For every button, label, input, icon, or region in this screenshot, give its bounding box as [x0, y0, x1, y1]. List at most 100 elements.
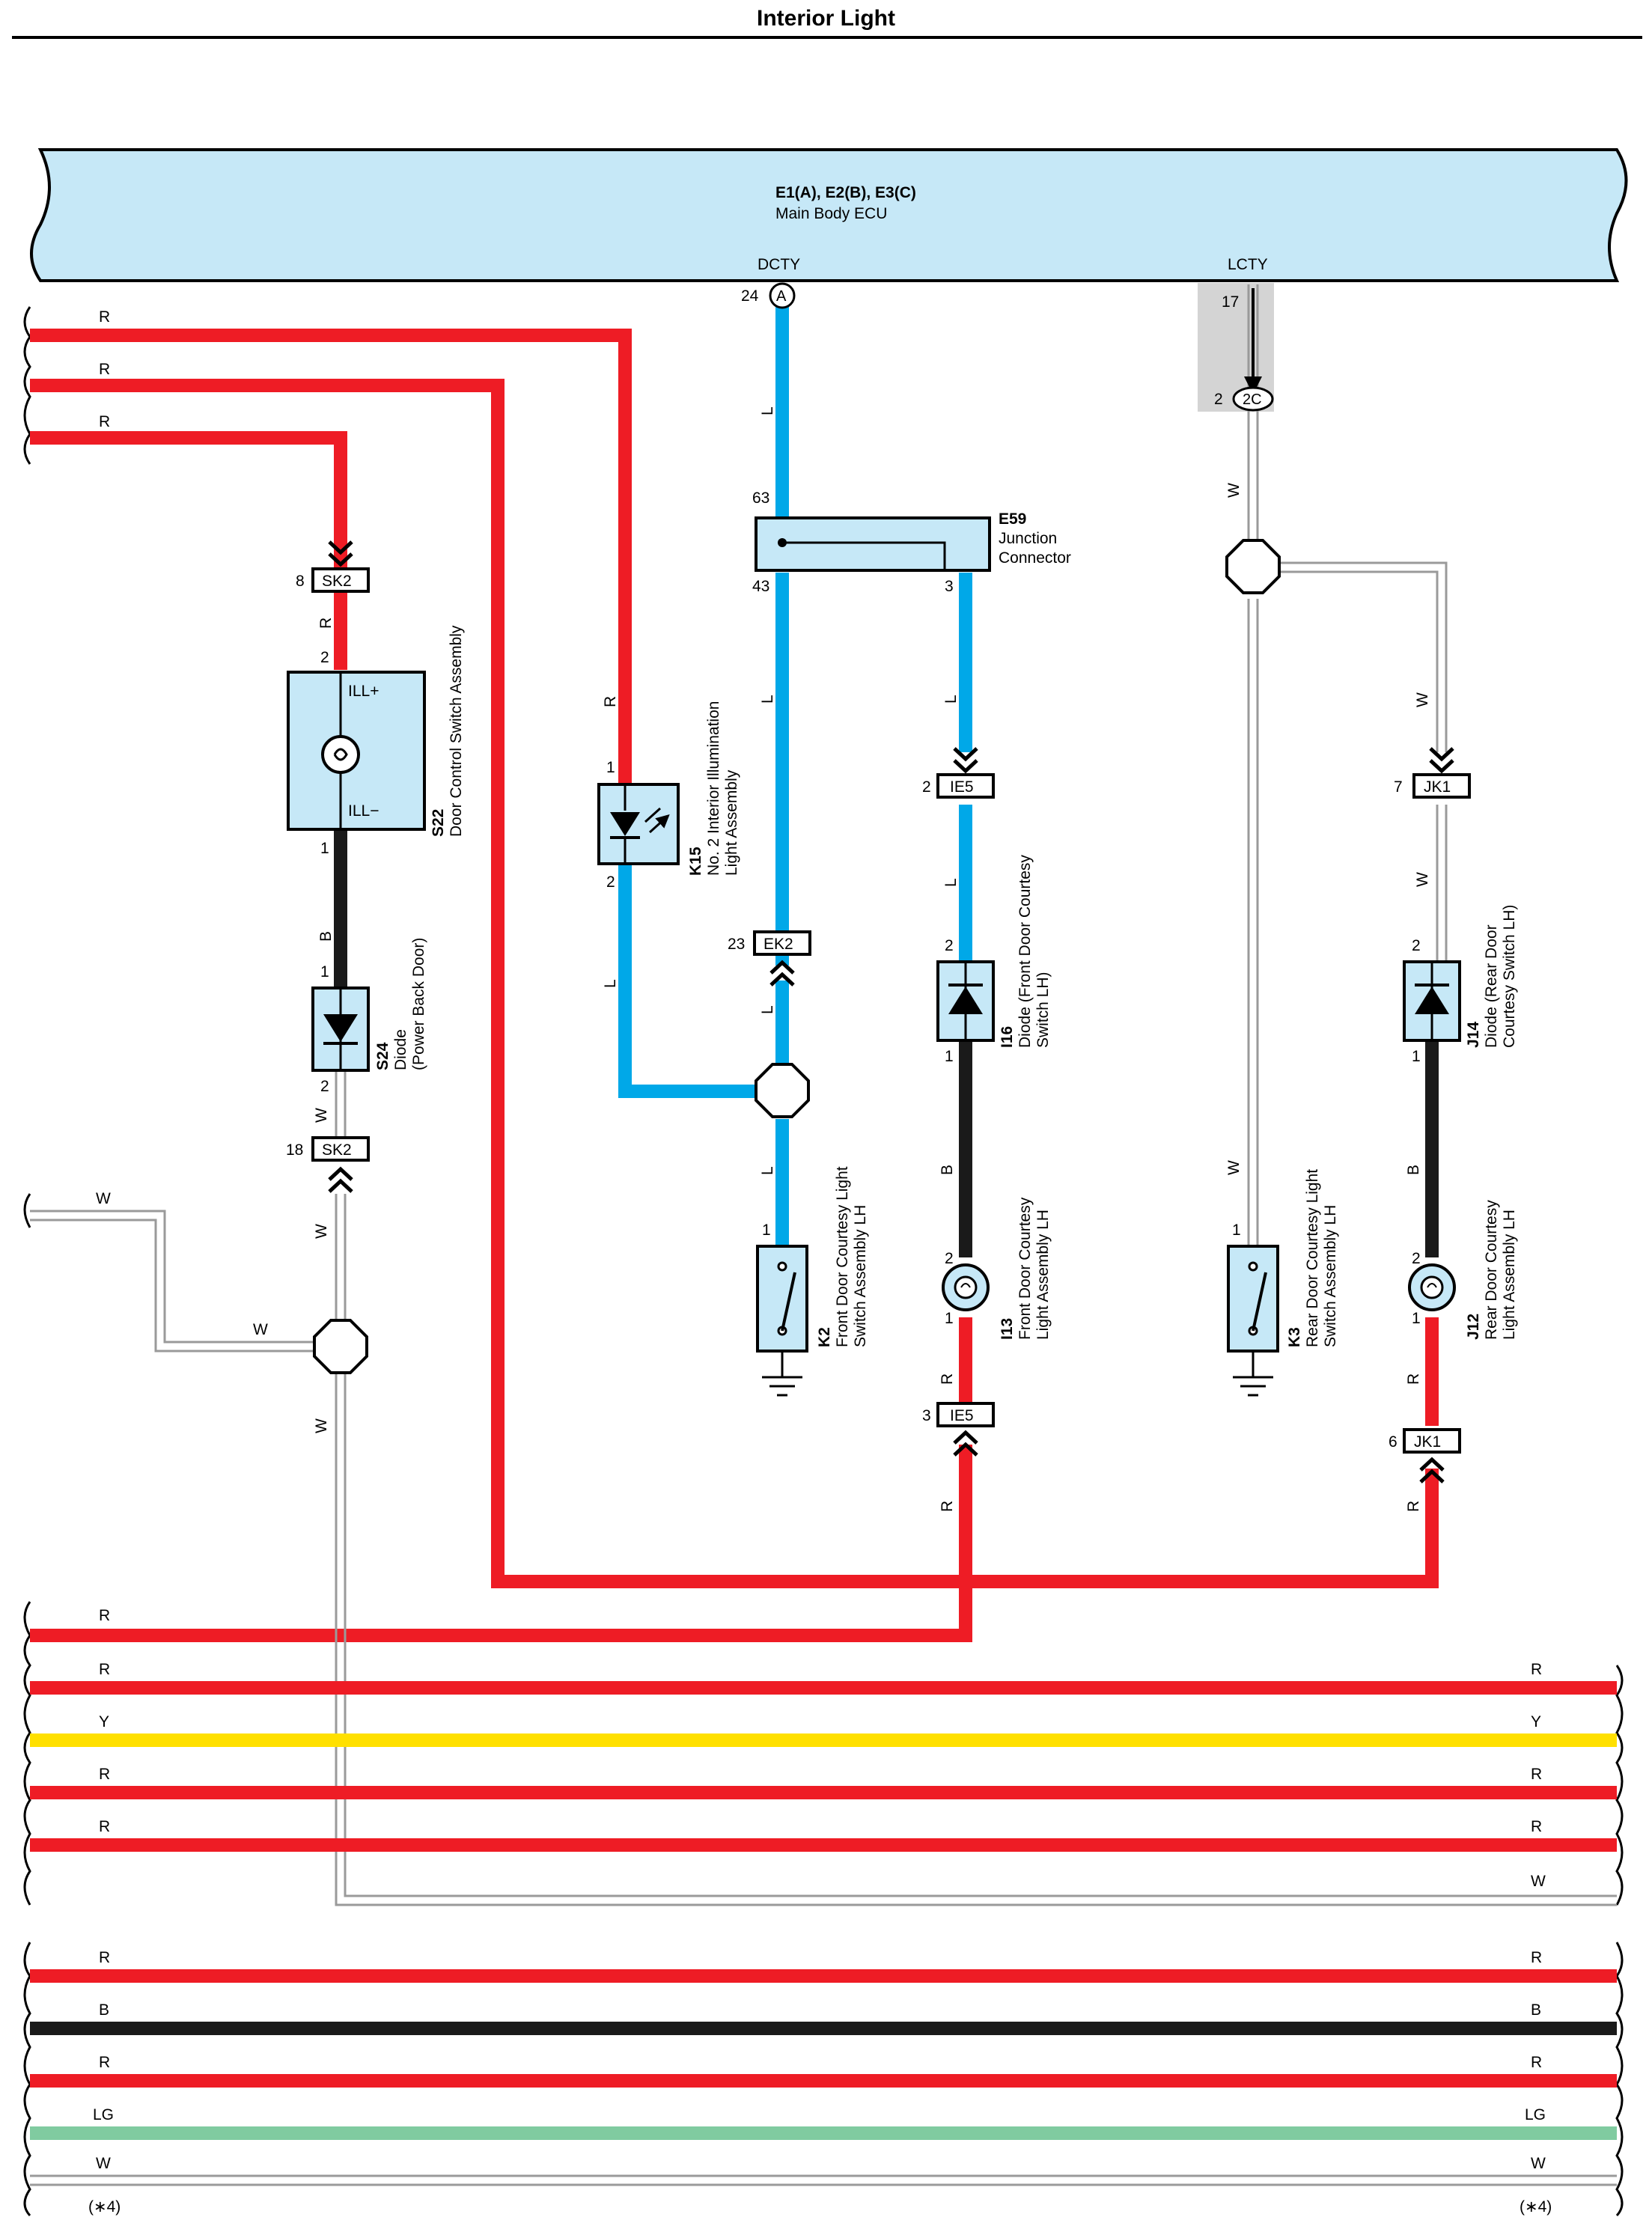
e59-pin3: 3 [945, 578, 954, 595]
j14-pin-bot: 1 [1412, 1048, 1421, 1065]
k15-id: K15 [687, 847, 704, 876]
i16-diode: 2 1 I16 Diode (Front Door Courtesy Switc… [936, 855, 1052, 1065]
s24-name1: Diode [392, 1029, 409, 1070]
bus-label-b-r: B [1531, 2001, 1541, 2019]
i13-pin-bot: 1 [945, 1310, 954, 1327]
ecu-name: Main Body ECU [775, 205, 887, 222]
sk2-bot-name: SK2 [322, 1141, 352, 1159]
ecu-pin17: 17 [1222, 293, 1239, 311]
k2-name1: Front Door Courtesy Light [834, 1166, 851, 1347]
s24-pin-bot: 2 [320, 1078, 329, 1095]
wire-red-3 [30, 431, 347, 576]
bus-label-r-3l: R [99, 1766, 110, 1783]
ek2-pin: 23 [728, 936, 745, 953]
bus-label-r-4l: R [99, 1818, 110, 1835]
bus-wires-1 [30, 1681, 1617, 2140]
e59-junction: E59 Junction Connector 63 43 3 [752, 490, 1071, 595]
label-w-1: W [1225, 483, 1243, 498]
bus-label-r-6r: R [1531, 2054, 1542, 2071]
i13-id: I13 [999, 1318, 1016, 1340]
e59-pin63: 63 [752, 490, 769, 507]
i16-name1: Diode (Front Door Courtesy [1017, 855, 1034, 1048]
bus-label-r-1l: R [99, 1607, 110, 1624]
k2-ground-icon [762, 1351, 802, 1397]
right-break-marks [1615, 1665, 1624, 2217]
ecu-pin2: 2 [1214, 391, 1223, 408]
ie5-top-name: IE5 [950, 778, 974, 796]
ecu-id: E1(A), E2(B), E3(C) [775, 184, 916, 201]
label-r-i13: R [939, 1373, 956, 1385]
i16-pin-bot: 1 [945, 1048, 954, 1065]
label-r-3: R [99, 413, 110, 430]
wire-blue-k15 [618, 864, 756, 1098]
bus-label-r-2l: R [99, 1661, 110, 1678]
label-b-3: B [1405, 1165, 1422, 1175]
connector-sk2-bottom: SK2 18 [286, 1136, 370, 1193]
label-b-1: B [317, 931, 335, 942]
ecu-pin-2c-marker [1232, 386, 1274, 412]
connector-sk2-top: SK2 8 [296, 540, 370, 593]
jk1-top-name: JK1 [1424, 778, 1451, 796]
note-ref-left: (∗4) [88, 2198, 121, 2216]
sk2-top-pin: 8 [296, 573, 305, 590]
label-w-2: W [1225, 1160, 1243, 1175]
title-bar: Interior Light [0, 0, 1652, 45]
splice-white-left [313, 1319, 368, 1374]
label-l-2: L [759, 695, 776, 704]
label-b-2: B [939, 1165, 956, 1175]
j14-name2: Courtesy Switch LH) [1501, 905, 1518, 1048]
k15-interior-illumination: 1 2 K15 No. 2 Interior Illumination Ligh… [597, 701, 740, 891]
bus-label-y-l: Y [99, 1713, 109, 1730]
jk1-top-pin: 7 [1394, 778, 1403, 796]
k3-name1: Rear Door Courtesy Light [1304, 1169, 1321, 1347]
k15-pin-bot: 2 [606, 873, 615, 891]
s24-pin-top: 1 [320, 963, 329, 981]
left-break-marks [23, 306, 31, 2217]
j12-rear-door-courtesy-light: 2 1 J12 Rear Door Courtesy Light Assembl… [1408, 1200, 1518, 1340]
j14-diode: 2 1 J14 Diode (Rear Door Courtesy Switch… [1403, 905, 1518, 1065]
s24-id: S24 [374, 1042, 391, 1070]
label-w-11: W [96, 2155, 111, 2172]
wire-red-1 [30, 329, 632, 786]
bus-label-r-5l: R [99, 1949, 110, 1966]
bus-label-r-6l: R [99, 2054, 110, 2071]
ecu-pin-a-tag: A [776, 288, 787, 305]
s22-lamp-icon [321, 735, 360, 774]
k2-id: K2 [816, 1327, 833, 1347]
k2-switch-icon [781, 1272, 796, 1332]
wire-red-ie5-bot [30, 1445, 972, 1642]
label-l-1: L [759, 406, 776, 415]
note-ref-right: (∗4) [1520, 2198, 1552, 2216]
label-r-k15: R [602, 696, 619, 707]
i13-name1: Front Door Courtesy [1017, 1197, 1034, 1340]
splice-blue [755, 1063, 810, 1118]
label-r-1: R [99, 308, 110, 326]
i13-name2: Light Assembly LH [1034, 1210, 1052, 1340]
sk2-bot-pin: 18 [286, 1141, 303, 1159]
ek2-name: EK2 [763, 936, 793, 953]
label-l-6: L [942, 878, 960, 887]
sk2-top-name: SK2 [322, 573, 352, 590]
label-r-ie5: R [939, 1501, 956, 1512]
k3-id: K3 [1286, 1327, 1303, 1347]
j14-pin-top: 2 [1412, 937, 1421, 954]
ecu-pin24: 24 [741, 287, 759, 305]
j12-name2: Light Assembly LH [1501, 1210, 1518, 1340]
label-r-jk1: R [1405, 1501, 1422, 1512]
k15-name1: No. 2 Interior Illumination [705, 701, 722, 876]
wires-blue [618, 307, 972, 1246]
connector-jk1-bottom: JK1 6 [1389, 1428, 1461, 1483]
label-l-3: L [759, 1005, 776, 1014]
bus-label-lg-r: LG [1525, 2106, 1546, 2123]
j12-pin-top: 2 [1412, 1250, 1421, 1267]
i16-pin-top: 2 [945, 937, 954, 954]
label-w-6: W [313, 1224, 330, 1239]
k2-pin: 1 [762, 1222, 771, 1239]
k3-switch-icon [1252, 1272, 1267, 1332]
bus-label-r-4r: R [1531, 1818, 1542, 1835]
label-l-5: L [942, 695, 960, 704]
k15-led-icon [610, 812, 640, 836]
connector-ie5-bottom: IE5 3 [922, 1402, 995, 1457]
j12-name1: Rear Door Courtesy [1483, 1200, 1500, 1340]
